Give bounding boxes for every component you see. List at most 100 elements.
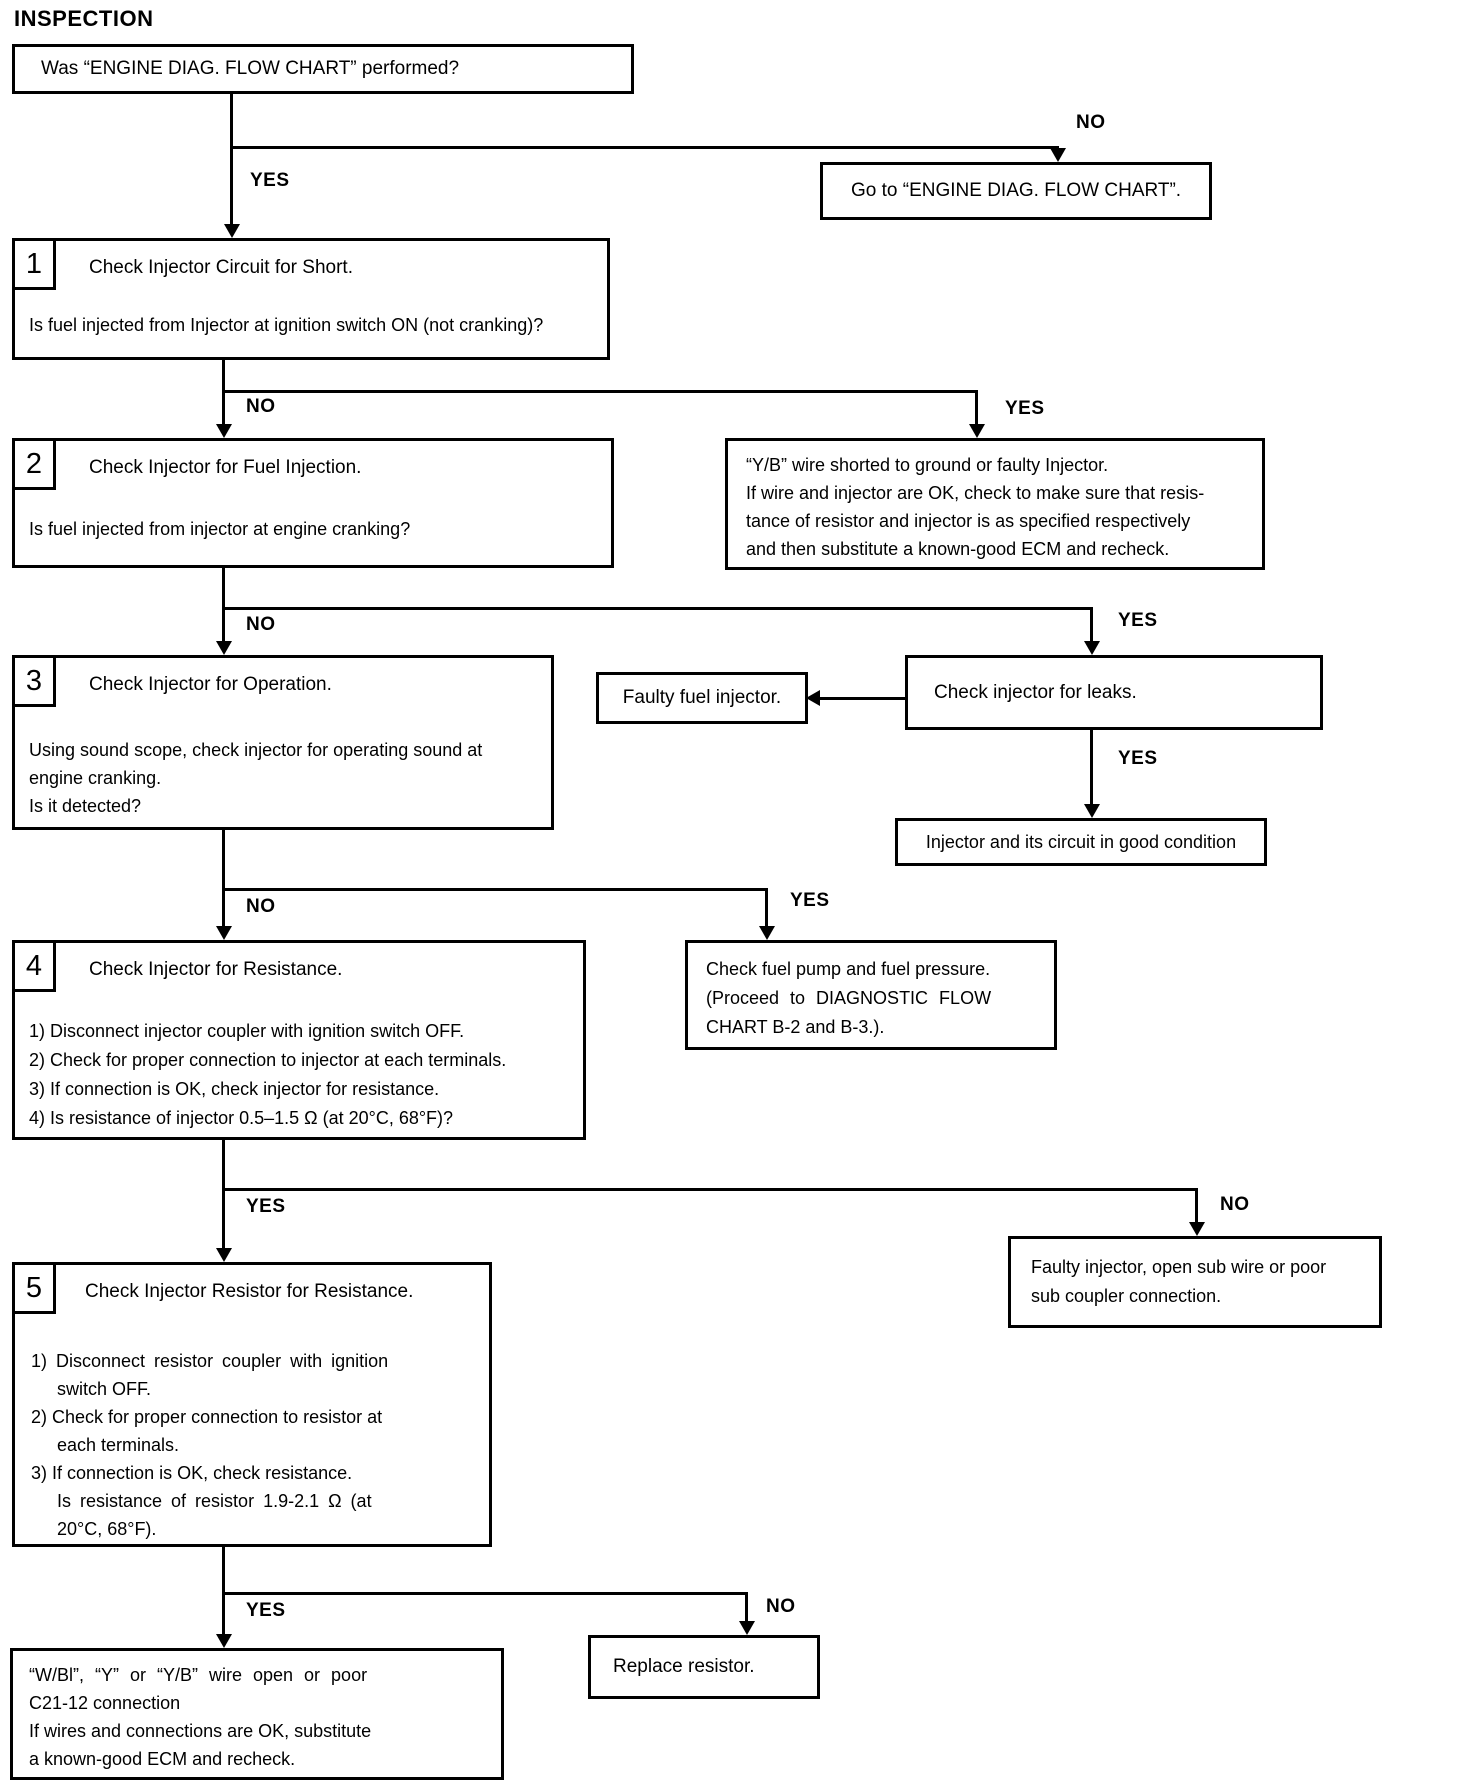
arrowhead-down xyxy=(216,1634,232,1648)
check-leaks-node: Check injector for leaks. xyxy=(905,655,1323,730)
no-label: NO xyxy=(1076,112,1106,133)
connector-step3-yes-drop xyxy=(765,888,768,930)
step-box-2: 2 Check Injector for Fuel Injection. Is … xyxy=(12,438,614,568)
connector-leaks-yes xyxy=(1090,730,1093,808)
step-body-line: engine cranking. xyxy=(29,768,162,788)
step-body-line: 3) If connection is OK, check injector f… xyxy=(29,1079,440,1099)
no-label: NO xyxy=(246,396,276,417)
no-label: NO xyxy=(246,614,276,635)
no-label: NO xyxy=(246,896,276,917)
connector-start-no xyxy=(230,146,1059,149)
step-number-badge: 4 xyxy=(12,940,56,992)
faulty-fuel-injector-text: Faulty fuel injector. xyxy=(622,687,782,708)
step-title: Check Injector for Operation. xyxy=(89,674,332,695)
connector-start-yes xyxy=(230,94,233,226)
arrowhead-left xyxy=(806,690,820,706)
step-title: Check Injector for Resistance. xyxy=(89,959,343,980)
yes-label: YES xyxy=(246,1196,286,1217)
step-box-3: 3 Check Injector for Operation. Using so… xyxy=(12,655,554,830)
step-body-line: each terminals. xyxy=(57,1435,180,1455)
step-body-line: switch OFF. xyxy=(57,1379,152,1399)
yes-label: YES xyxy=(790,890,830,911)
connector-step1-yes-drop xyxy=(975,390,978,428)
page-title: INSPECTION xyxy=(14,6,154,31)
step-body-line: Is it detected? xyxy=(29,796,142,816)
fuel-pump-node: Check fuel pump and fuel pressure. (Proc… xyxy=(685,940,1057,1050)
step-box-1: 1 Check Injector Circuit for Short. Is f… xyxy=(12,238,610,360)
step-body-line: 2) Check for proper connection to inject… xyxy=(29,1050,507,1070)
step-title: Check Injector Circuit for Short. xyxy=(89,257,353,278)
arrowhead-down xyxy=(216,641,232,655)
connector-step1-no xyxy=(222,360,225,428)
step-body-line: Using sound scope, check injector for op… xyxy=(29,740,483,760)
faulty-injector-sub-node: Faulty injector, open sub wire or poor s… xyxy=(1008,1236,1382,1328)
start-node: Was “ENGINE DIAG. FLOW CHART” performed? xyxy=(12,44,634,94)
arrowhead-down xyxy=(216,1248,232,1262)
connector-leaks-faulty xyxy=(820,697,905,700)
result-line: sub coupler connection. xyxy=(1031,1286,1222,1306)
result-line: a known-good ECM and recheck. xyxy=(29,1749,296,1769)
arrowhead-down xyxy=(224,224,240,238)
result-line: and then substitute a known-good ECM and… xyxy=(746,539,1170,559)
arrowhead-down xyxy=(1084,641,1100,655)
faulty-fuel-injector-node: Faulty fuel injector. xyxy=(596,672,808,724)
result-line: (Proceed to DIAGNOSTIC FLOW xyxy=(706,988,992,1008)
step-title: Check Injector Resistor for Resistance. xyxy=(85,1281,414,1302)
result-line: Check fuel pump and fuel pressure. xyxy=(706,959,991,979)
yes-label: YES xyxy=(250,170,290,191)
connector-step3-no xyxy=(222,830,225,930)
connector-step1-yes xyxy=(222,390,978,393)
step-box-4: 4 Check Injector for Resistance. 1) Disc… xyxy=(12,940,586,1140)
connector-step4-no xyxy=(222,1188,1198,1191)
step-number-badge: 3 xyxy=(12,655,56,707)
step-body-line: 20°C, 68°F). xyxy=(57,1519,157,1539)
result-line: CHART B-2 and B-3.). xyxy=(706,1017,885,1037)
wire-open-node: “W/Bl”, “Y” or “Y/B” wire open or poor C… xyxy=(10,1648,504,1780)
step-body-line: Is fuel injected from Injector at igniti… xyxy=(29,315,544,335)
step-title: Check Injector for Fuel Injection. xyxy=(89,457,362,478)
result-line: Faulty injector, open sub wire or poor xyxy=(1031,1257,1327,1277)
connector-step5-no-drop xyxy=(745,1592,748,1625)
no-label: NO xyxy=(766,1596,796,1617)
connector-step4-yes xyxy=(222,1140,225,1252)
arrowhead-down xyxy=(216,926,232,940)
good-condition-text: Injector and its circuit in good conditi… xyxy=(925,831,1237,852)
connector-step3-yes xyxy=(222,888,768,891)
step-body-line: Is resistance of resistor 1.9-2.1 Ω (at xyxy=(57,1491,372,1511)
step-body-line: Is fuel injected from injector at engine… xyxy=(29,519,411,539)
result-line: “Y/B” wire shorted to ground or faulty I… xyxy=(746,455,1109,475)
arrowhead-down xyxy=(1084,804,1100,818)
result-line: “W/Bl”, “Y” or “Y/B” wire open or poor xyxy=(29,1665,368,1685)
yes-label: YES xyxy=(1118,748,1158,769)
arrowhead-down xyxy=(739,1621,755,1635)
connector-step2-no xyxy=(222,568,225,645)
step-body-line: 2) Check for proper connection to resist… xyxy=(31,1407,383,1427)
result-line: tance of resistor and injector is as spe… xyxy=(746,511,1191,531)
arrowhead-down xyxy=(1189,1222,1205,1236)
replace-resistor-text: Replace resistor. xyxy=(613,1656,755,1677)
arrowhead-down xyxy=(969,424,985,438)
no-label: NO xyxy=(1220,1194,1250,1215)
step-number-badge: 5 xyxy=(12,1262,56,1314)
connector-step2-yes xyxy=(222,607,1093,610)
result-line: If wires and connections are OK, substit… xyxy=(29,1721,372,1741)
arrowhead-down xyxy=(759,926,775,940)
good-condition-node: Injector and its circuit in good conditi… xyxy=(895,818,1267,866)
result-line: If wire and injector are OK, check to ma… xyxy=(746,483,1205,503)
yes-label: YES xyxy=(246,1600,286,1621)
step-body-line: 1) Disconnect injector coupler with igni… xyxy=(29,1021,465,1041)
arrowhead-down xyxy=(1050,148,1066,162)
connector-step2-yes-drop xyxy=(1090,607,1093,645)
connector-step5-no xyxy=(222,1592,748,1595)
replace-resistor-node: Replace resistor. xyxy=(588,1635,820,1699)
check-leaks-text: Check injector for leaks. xyxy=(934,681,1137,703)
yb-shorted-node: “Y/B” wire shorted to ground or faulty I… xyxy=(725,438,1265,570)
step-body-line: 4) Is resistance of injector 0.5–1.5 Ω (… xyxy=(29,1108,454,1128)
start-node-text: Was “ENGINE DIAG. FLOW CHART” performed? xyxy=(41,58,460,79)
goto-flow-chart-text: Go to “ENGINE DIAG. FLOW CHART”. xyxy=(851,180,1182,201)
step-number-badge: 2 xyxy=(12,438,56,490)
step-number-badge: 1 xyxy=(12,238,56,290)
result-line: C21-12 connection xyxy=(29,1693,181,1713)
step-body-line: 3) If connection is OK, check resistance… xyxy=(31,1463,353,1483)
